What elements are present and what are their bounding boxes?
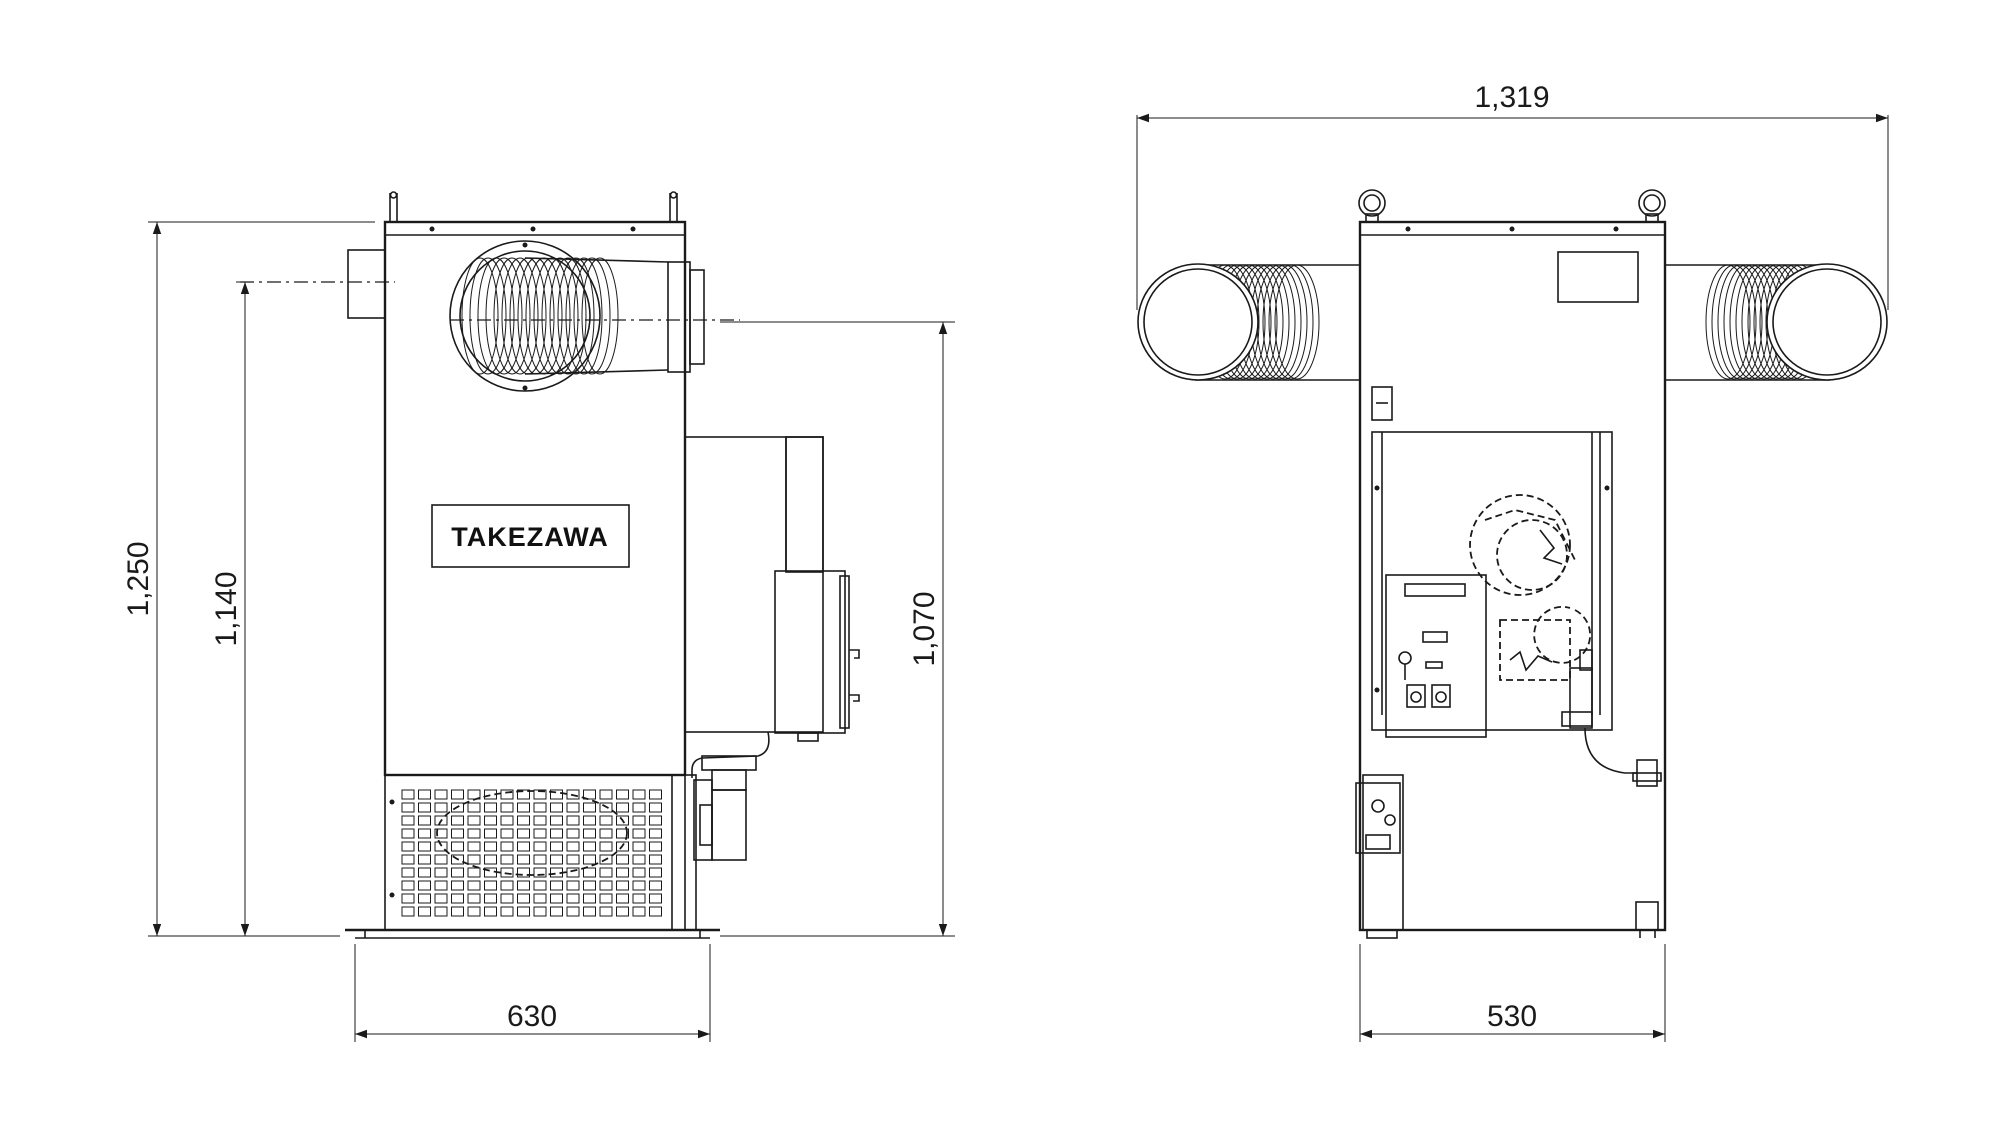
side-fuel-line — [691, 731, 770, 778]
side-view: TAKEZAWA — [240, 191, 860, 939]
side-outlet-duct — [449, 240, 705, 392]
rear-rivets — [1405, 226, 1619, 232]
rear-corner-box — [1635, 901, 1659, 931]
side-control-box — [774, 570, 860, 742]
dim-height-outlet-label: 1,140 — [210, 571, 243, 646]
dim-height-burner-label: 1,070 — [908, 591, 941, 666]
dim-depth-label: 630 — [507, 1000, 557, 1033]
rear-lower-module — [1355, 774, 1404, 939]
brand-logo-text: TAKEZAWA — [451, 522, 609, 552]
rear-fuel-valve — [1561, 649, 1662, 787]
dim-width-body-label: 530 — [1487, 1000, 1537, 1033]
side-burner-housing — [684, 436, 824, 733]
dim-height-total-label: 1,250 — [122, 541, 155, 616]
dim-width-ducts-label: 1,319 — [1474, 81, 1549, 114]
rear-dimensions: 1,319 530 — [1136, 81, 1889, 1042]
side-main-body — [383, 220, 687, 777]
side-intake-grille — [384, 774, 686, 931]
rear-nameplate — [1557, 251, 1639, 303]
rear-blower-hidden — [1469, 494, 1592, 681]
side-rear-stub — [347, 249, 386, 319]
side-lifting-eyes — [389, 191, 678, 222]
side-base-rail — [345, 774, 720, 939]
rear-left-duct — [1137, 263, 1360, 381]
rear-right-duct — [1665, 263, 1888, 381]
rear-view — [1137, 189, 1888, 939]
rear-burner-bay — [1371, 431, 1613, 731]
rear-control-panel — [1385, 574, 1487, 738]
rear-switch — [1371, 386, 1393, 421]
side-rivets — [429, 226, 636, 232]
rear-main-body — [1358, 220, 1667, 932]
brand-logo-box — [431, 504, 630, 568]
rear-lifting-eyes — [1358, 189, 1666, 223]
side-dimensions: 1,250 1,140 1,070 630 — [122, 221, 955, 1042]
side-fuel-filter — [693, 755, 757, 861]
